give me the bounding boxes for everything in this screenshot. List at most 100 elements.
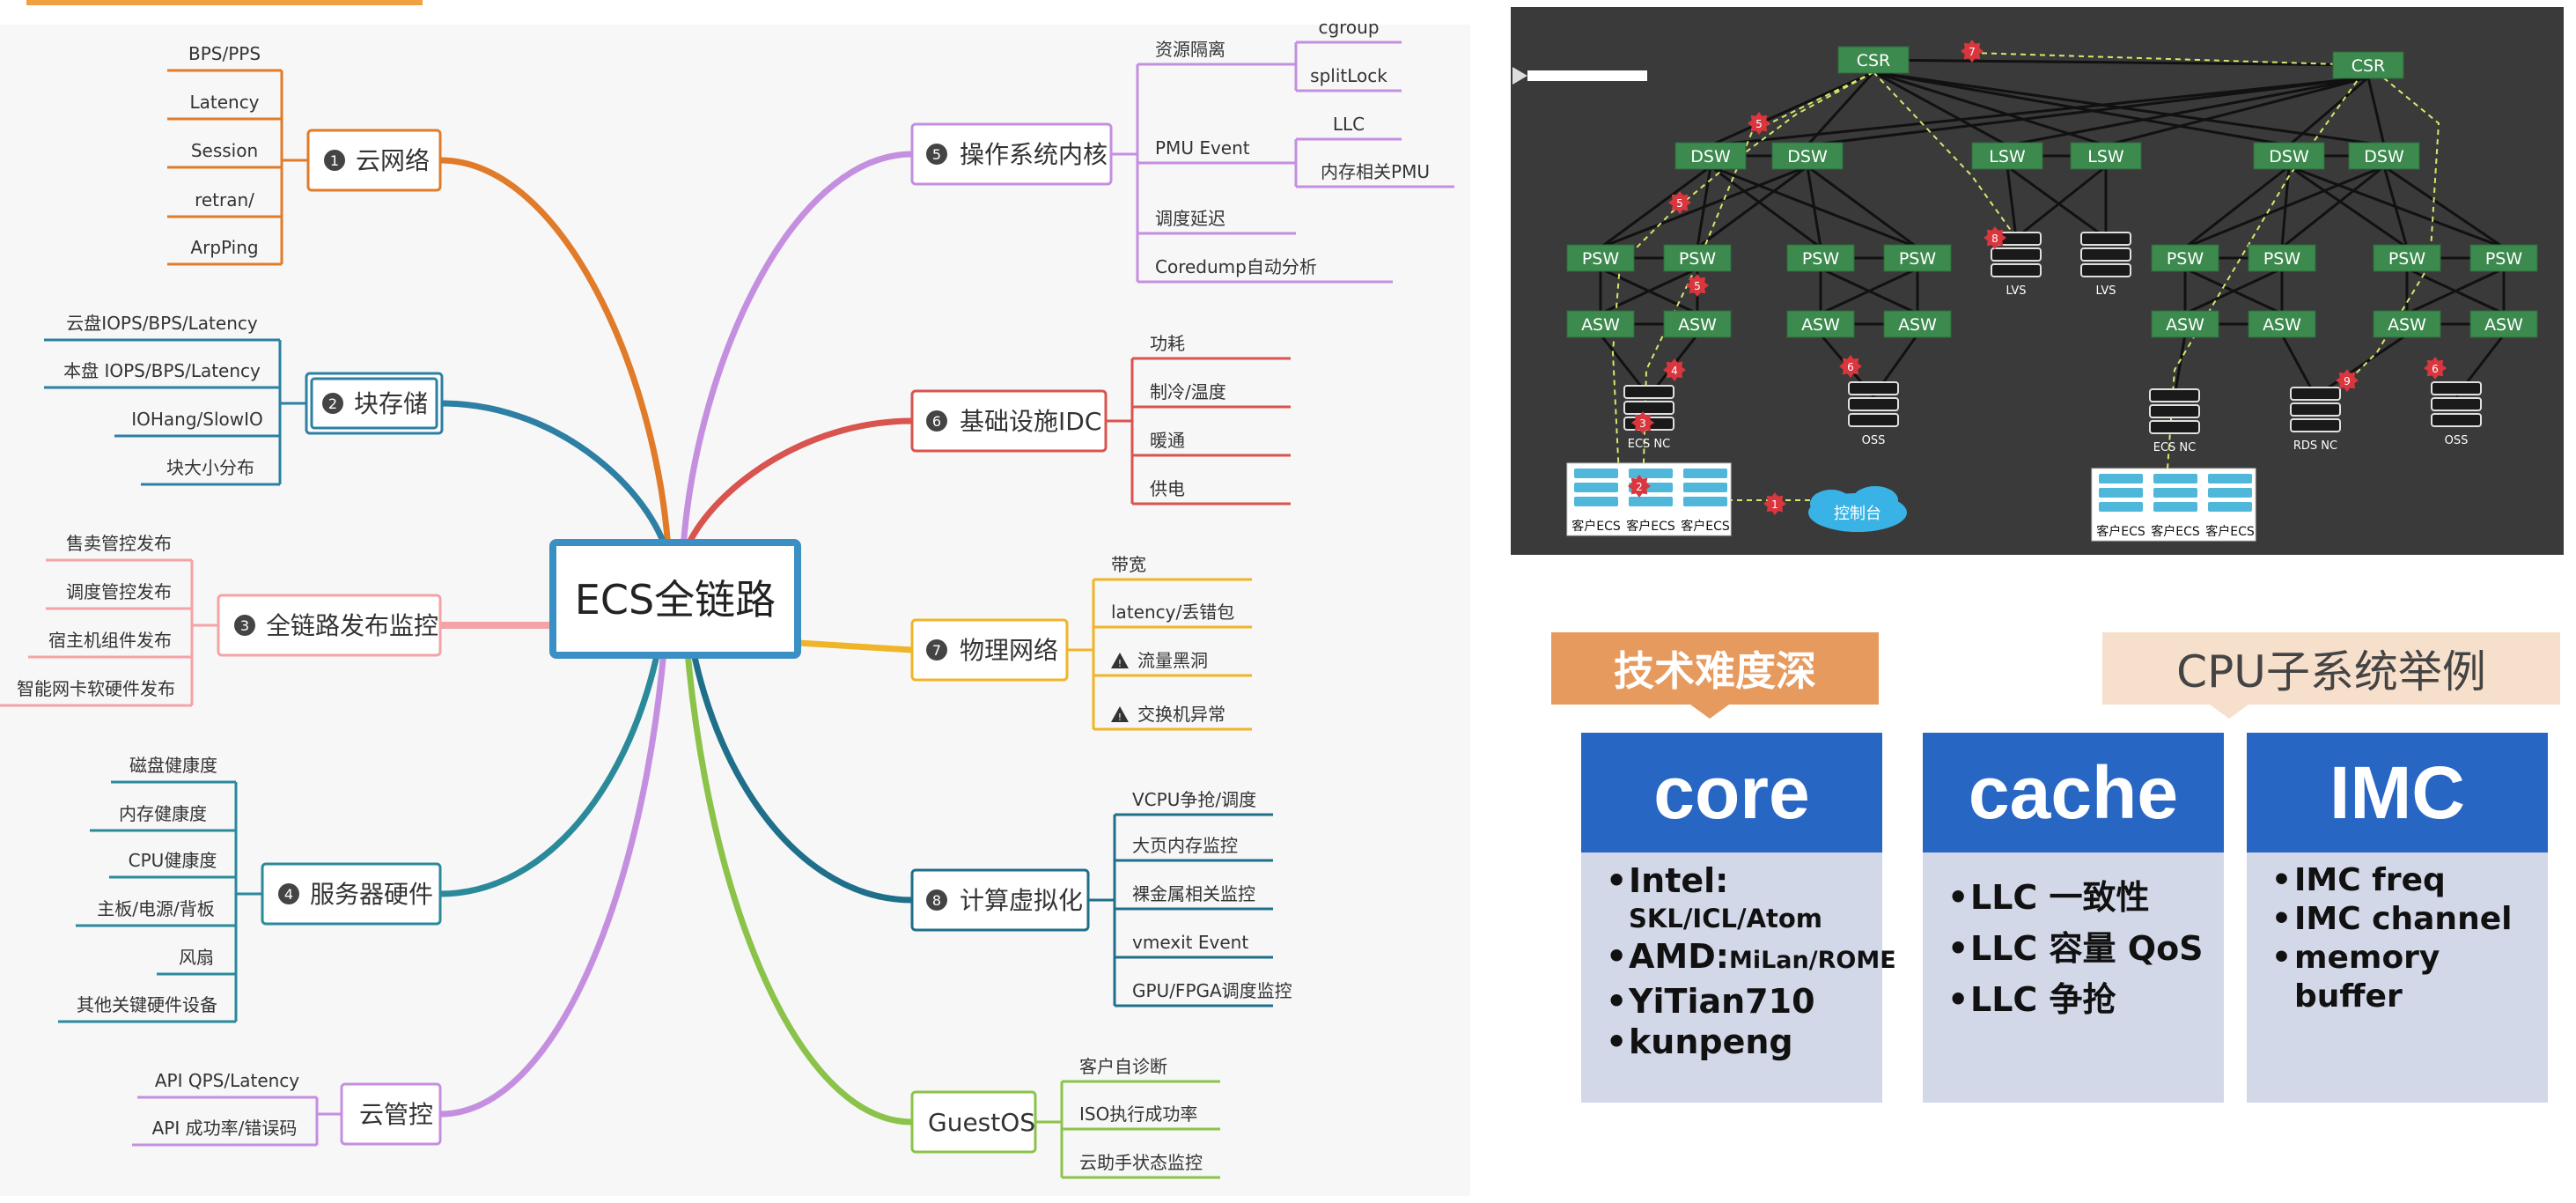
list-item: latency/丢错包 bbox=[1111, 602, 1234, 623]
branch-link bbox=[679, 151, 913, 565]
sub-list-item: 内存相关PMU bbox=[1321, 161, 1430, 182]
switch-node: ASW bbox=[2373, 310, 2441, 338]
server-label: RDS NC bbox=[2293, 439, 2337, 453]
branch-link bbox=[439, 157, 673, 565]
tag-cpu-subsystem-label: CPU子系统举例 bbox=[2176, 646, 2486, 697]
list-item: 交换机异常 bbox=[1137, 704, 1225, 725]
switch-label: DSW bbox=[1787, 147, 1828, 166]
fault-marker-number: 5 bbox=[1755, 118, 1763, 130]
topology-arrow-marker bbox=[1512, 67, 1527, 85]
switch-node: LSW bbox=[2070, 142, 2142, 170]
switch-node: CSR bbox=[2332, 51, 2404, 79]
switch-node: ASW bbox=[1566, 310, 1635, 338]
fault-marker-number: 3 bbox=[1639, 417, 1646, 430]
fault-marker: 5 bbox=[1668, 191, 1691, 214]
branch-number-badge bbox=[926, 144, 947, 165]
list-item: retran/ bbox=[195, 189, 254, 210]
sub-list-item: cgroup bbox=[1318, 17, 1379, 38]
list-item: 云助手状态监控 bbox=[1079, 1152, 1203, 1173]
switch-label: ASW bbox=[2166, 315, 2204, 335]
cpu-column-cache-title: cache bbox=[1923, 733, 2224, 852]
switch-node: ASW bbox=[1663, 310, 1732, 338]
branch-number-badge bbox=[278, 883, 299, 904]
warning-icon: ! bbox=[1111, 653, 1129, 669]
warning-icon: ! bbox=[1111, 706, 1129, 723]
switch-label: ASW bbox=[1898, 315, 1937, 335]
list-item: 主板/电源/背板 bbox=[97, 898, 214, 919]
switch-node: ASW bbox=[2469, 310, 2538, 338]
switch-label: ASW bbox=[1678, 315, 1717, 335]
imc-item-freq: IMC freq bbox=[2294, 862, 2446, 898]
switch-node: LSW bbox=[1971, 142, 2043, 170]
cpu-column-cache: cache LLC 一致性 LLC 容量 QoS LLC 争抢 bbox=[1923, 733, 2224, 1103]
switch-label: PSW bbox=[2167, 249, 2204, 269]
switch-node: PSW bbox=[2373, 244, 2441, 272]
list-item: 客户自诊断 bbox=[1079, 1056, 1167, 1077]
cpu-column-core-list: Intel:SKL/ICL/Atom AMD:MiLan/ROME YiTian… bbox=[1581, 852, 1896, 1062]
switch-node: PSW bbox=[2151, 244, 2219, 272]
fault-marker: 4 bbox=[1663, 358, 1686, 381]
switch-node: PSW bbox=[1883, 244, 1952, 272]
switch-label: LSW bbox=[2087, 147, 2124, 166]
list-item: Intel:SKL/ICL/Atom bbox=[1606, 863, 1882, 936]
list-item: Session bbox=[191, 140, 258, 161]
switch-label: PSW bbox=[2388, 249, 2426, 269]
list-item: LLC 争抢 bbox=[1947, 974, 2224, 1025]
list-item: LLC 一致性 bbox=[1947, 872, 2224, 923]
switch-label: DSW bbox=[1690, 147, 1731, 166]
branch-label: 全链路发布监控 bbox=[266, 611, 438, 640]
server-icon: LVS bbox=[2080, 232, 2131, 298]
branch-label: 操作系统内核 bbox=[960, 140, 1108, 169]
fault-marker-number: 6 bbox=[1847, 361, 1854, 373]
list-item: 内存健康度 bbox=[119, 803, 207, 824]
list-item: 制冷/温度 bbox=[1150, 381, 1226, 402]
fault-marker-number: 1 bbox=[1771, 498, 1778, 511]
list-item: GPU/FPGA调度监控 bbox=[1132, 980, 1292, 1001]
tag-cpu-subsystem: CPU子系统举例 bbox=[2102, 632, 2560, 705]
switch-node: ASW bbox=[2248, 310, 2316, 338]
switch-label: DSW bbox=[2269, 147, 2309, 166]
switch-label: ASW bbox=[2484, 315, 2523, 335]
list-item: ArpPing bbox=[190, 237, 258, 258]
list-item: 磁盘健康度 bbox=[129, 755, 217, 776]
cache-item-coherence: LLC 一致性 bbox=[1970, 878, 2150, 917]
list-item: IMC freq bbox=[2271, 861, 2548, 900]
fault-marker-number: 2 bbox=[1636, 481, 1643, 493]
list-item: IMC channel bbox=[2271, 900, 2548, 939]
branch-number-badge bbox=[926, 639, 947, 661]
center-node[interactable]: ECS全链路 bbox=[549, 539, 801, 659]
tag-right-pointer bbox=[2210, 705, 2248, 719]
list-item: 带宽 bbox=[1111, 554, 1146, 575]
branch-number: 7 bbox=[932, 642, 941, 659]
core-item-amd: AMD: bbox=[1629, 937, 1729, 976]
switch-node: PSW bbox=[1786, 244, 1855, 272]
list-item: kunpeng bbox=[1606, 1022, 1882, 1062]
switch-label: PSW bbox=[1802, 249, 1840, 269]
switch-node: DSW bbox=[2348, 142, 2420, 170]
branch-number-badge bbox=[322, 393, 343, 414]
fault-marker-number: 8 bbox=[1991, 232, 1998, 245]
list-item: ISO执行成功率 bbox=[1079, 1103, 1197, 1125]
cpu-column-core-title: core bbox=[1581, 733, 1882, 852]
cache-item-qos: LLC 容量 QoS bbox=[1970, 929, 2204, 968]
switch-node: CSR bbox=[1837, 46, 1910, 74]
branch-number-badge bbox=[926, 410, 947, 432]
list-item: 裸金属相关监控 bbox=[1132, 883, 1255, 904]
sub-list-item: LLC bbox=[1333, 114, 1365, 135]
list-item: 风扇 bbox=[179, 947, 214, 968]
branch-link bbox=[439, 563, 673, 1118]
switch-node: ASW bbox=[1883, 310, 1952, 338]
switch-node: PSW bbox=[2248, 244, 2316, 272]
branch-label: GuestOS bbox=[928, 1108, 1035, 1137]
list-item: API QPS/Latency bbox=[155, 1070, 299, 1091]
cache-item-contention: LLC 争抢 bbox=[1970, 980, 2116, 1019]
switch-node: DSW bbox=[1771, 142, 1844, 170]
list-item: 售卖管控发布 bbox=[66, 533, 172, 554]
list-item: 块大小分布 bbox=[166, 457, 254, 478]
